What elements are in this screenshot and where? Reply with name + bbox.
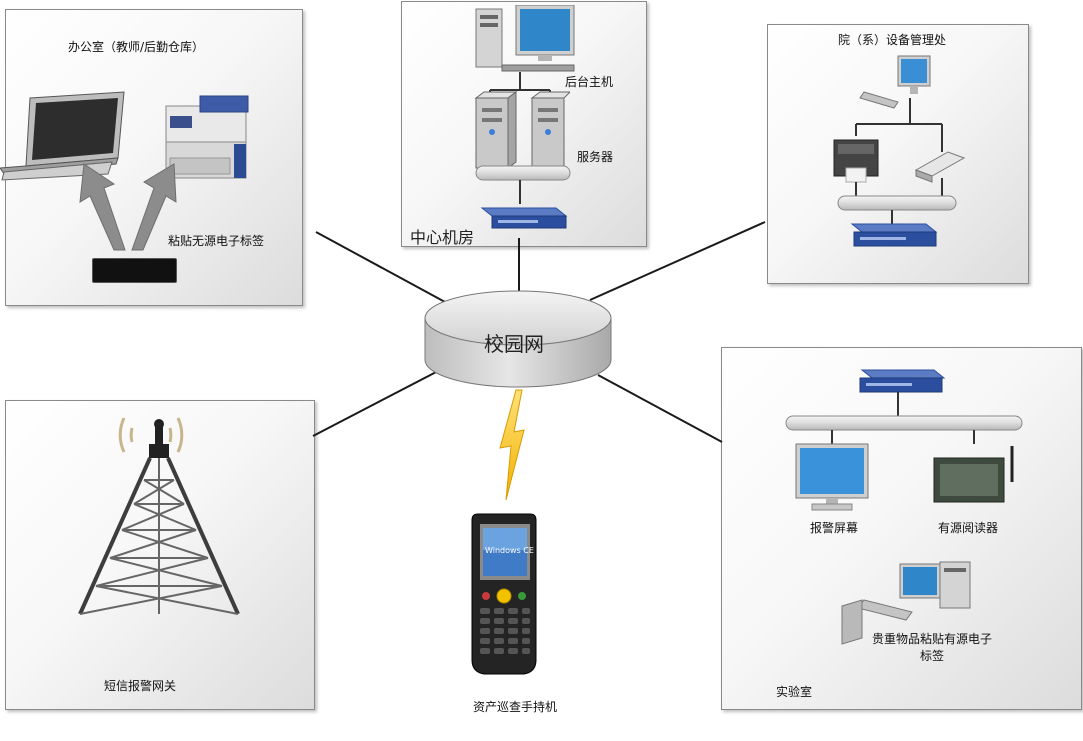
upload-arrows-icon bbox=[79, 163, 177, 251]
link-sms bbox=[312, 369, 441, 437]
host-computer-icon bbox=[475, 5, 575, 72]
lab-computer-icon bbox=[857, 561, 971, 621]
handheld-screen-text: Windows CE bbox=[485, 546, 534, 555]
active-reader-label: 有源阅读器 bbox=[938, 521, 999, 535]
desktop-reader-icon bbox=[914, 151, 966, 183]
campus-network-cylinder bbox=[424, 290, 612, 388]
alarm-screen-label: 报警屏幕 bbox=[810, 521, 859, 535]
lab-panel bbox=[721, 347, 1082, 710]
active-tag-icon bbox=[841, 599, 863, 645]
equipment-title: 院（系）设备管理处 bbox=[838, 33, 947, 47]
datacenter-switch-icon bbox=[480, 207, 568, 229]
lab-devices-icon bbox=[785, 369, 1023, 645]
label-printer-icon bbox=[833, 139, 879, 183]
lab-tag-label: 贵重物品粘贴有源电子标签 bbox=[871, 632, 992, 663]
office-tag-label: 粘贴无源电子标签 bbox=[168, 234, 265, 248]
link-equipment bbox=[589, 221, 766, 301]
laptop-icon bbox=[0, 91, 125, 181]
servers-icon bbox=[474, 72, 570, 176]
datacenter-bus-and-switch bbox=[475, 165, 571, 229]
lab-switch-icon bbox=[859, 369, 946, 393]
sms-label: 短信报警网关 bbox=[104, 679, 177, 693]
wireless-bolt-icon bbox=[499, 389, 525, 501]
server-label: 服务器 bbox=[577, 150, 614, 164]
office-title: 办公室（教师/后勤仓库） bbox=[68, 40, 205, 54]
equipment-switch-icon bbox=[850, 223, 938, 247]
alarm-screen-icon bbox=[795, 443, 869, 511]
link-lab bbox=[597, 374, 723, 443]
link-office bbox=[315, 231, 446, 303]
signal-tower-icon bbox=[78, 417, 240, 615]
handheld-label: 资产巡查手持机 bbox=[473, 700, 558, 714]
equipment-devices-icon bbox=[833, 55, 966, 247]
equipment-workstation-icon bbox=[859, 55, 931, 109]
passive-tag-icon bbox=[92, 258, 177, 283]
campus-network-label: 校园网 bbox=[484, 332, 544, 356]
datacenter-title: 中心机房 bbox=[410, 228, 475, 247]
host-label: 后台主机 bbox=[565, 75, 614, 89]
active-reader-icon bbox=[933, 446, 1014, 503]
handheld-terminal-icon bbox=[471, 513, 537, 675]
lab-title: 实验室 bbox=[776, 685, 813, 699]
printer-icon bbox=[165, 95, 249, 179]
